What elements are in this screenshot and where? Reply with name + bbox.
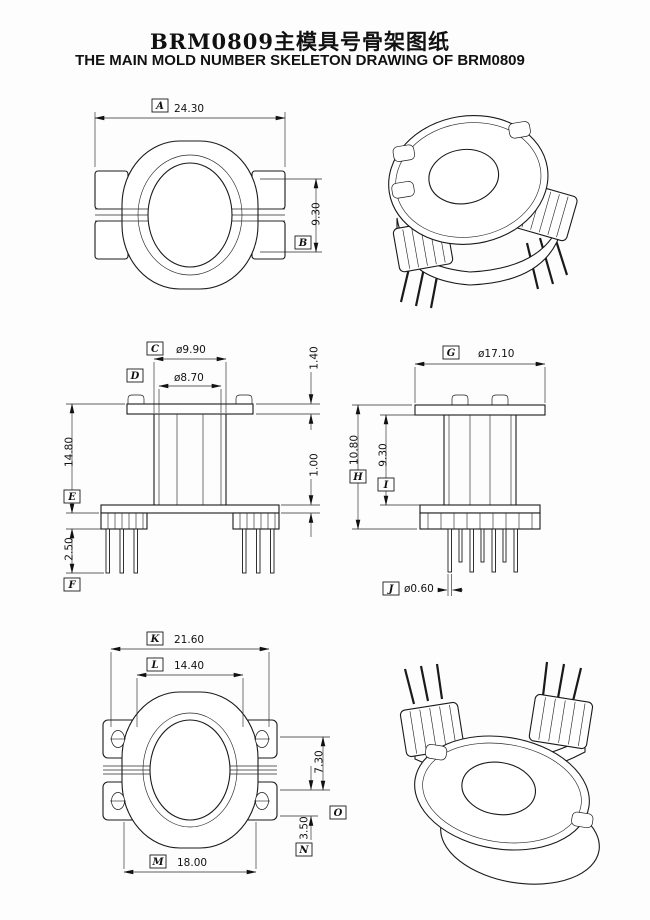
dimension-G: G ø17.10 — [414, 345, 546, 403]
label-box-F — [63, 577, 81, 592]
value-L: 14.40 — [174, 660, 204, 672]
dimension-I: 9.30 I — [377, 414, 442, 506]
dimension-flange-thickness: 1.40 — [256, 346, 321, 430]
dimension-pin-row-spacing: 7.30 O — [280, 736, 347, 820]
value-A: 24.30 — [174, 103, 204, 115]
label-O: O — [334, 808, 343, 819]
label-box-L — [146, 657, 164, 672]
label-box-K — [146, 631, 164, 646]
label-M: M — [151, 857, 164, 868]
label-box-E — [63, 489, 81, 504]
front-view: C ø9.90 D ø8.70 1.40 — [63, 341, 321, 592]
value-K: 21.60 — [174, 634, 204, 646]
side-view: G ø17.10 10.80 H 9.30 I — [349, 345, 546, 596]
title-english: THE MAIN MOLD NUMBER SKELETON DRAWING OF… — [75, 52, 525, 69]
label-F: F — [67, 580, 76, 591]
isometric-view-2 — [399, 661, 600, 885]
dimension-base-thickness: 1.00 — [281, 453, 321, 537]
value-J: ø0.60 — [404, 583, 434, 595]
label-box-D — [126, 368, 144, 383]
value-M: 18.00 — [177, 857, 207, 869]
label-E: E — [67, 492, 76, 503]
dimension-K: K 21.60 — [110, 631, 270, 727]
label-N: N — [298, 845, 309, 856]
side-view-part — [414, 394, 546, 573]
dimension-D: D ø8.70 — [126, 368, 222, 413]
value-pin-row-spacing: 7.30 — [314, 750, 326, 773]
dimension-N: 3.50 N — [280, 766, 318, 857]
label-A: A — [155, 101, 164, 112]
label-K: K — [150, 634, 161, 645]
iso2-right-pin-block — [528, 693, 594, 750]
label-box-N — [295, 842, 313, 857]
value-F: 2.50 — [64, 537, 76, 560]
label-D: D — [130, 371, 140, 382]
value-flange-thickness: 1.40 — [309, 346, 321, 369]
label-I: I — [383, 480, 389, 491]
value-I: 9.30 — [378, 443, 390, 466]
label-box-A — [151, 98, 169, 113]
value-base-thickness: 1.00 — [309, 453, 321, 476]
title-chinese: BRM0809主模具号骨架图纸 — [150, 29, 450, 54]
dimension-M: M 18.00 — [123, 822, 257, 875]
label-box-B — [294, 235, 312, 250]
dimension-B: 9.30 B — [260, 178, 323, 253]
label-G: G — [447, 348, 456, 359]
dimension-L: L 14.40 — [136, 657, 244, 727]
value-H: 10.80 — [349, 435, 361, 465]
dimension-C: C ø9.90 — [146, 341, 227, 413]
label-box-G — [442, 345, 460, 360]
label-box-C — [146, 341, 164, 356]
label-H: H — [352, 472, 363, 483]
dimension-F: 2.50 F — [63, 528, 104, 592]
label-box-H — [349, 469, 367, 484]
iso2-left-pin-block — [399, 701, 465, 758]
value-D: ø8.70 — [174, 372, 204, 384]
bottom-view-part — [102, 691, 278, 849]
bottom-view: K 21.60 L 14.40 7.30 O — [102, 631, 347, 875]
top-view: A 24.30 9.30 B — [94, 98, 323, 290]
dimension-H: 10.80 H — [349, 404, 417, 530]
label-box-J — [382, 581, 400, 596]
dimension-A: A 24.30 — [94, 98, 286, 167]
top-view-part — [94, 140, 286, 290]
label-box-O — [329, 805, 347, 820]
iso2-main-flange — [414, 735, 594, 851]
label-B: B — [298, 238, 307, 249]
front-view-part — [100, 394, 280, 574]
label-box-I — [377, 477, 395, 492]
value-B: 9.30 — [311, 202, 323, 225]
value-E: 14.80 — [64, 437, 76, 467]
label-C: C — [151, 344, 159, 355]
dimension-J: J ø0.60 — [382, 574, 463, 596]
value-N: 3.50 — [299, 816, 311, 839]
isometric-view-1 — [388, 114, 578, 309]
value-C: ø9.90 — [176, 344, 206, 356]
iso1-top-flange — [388, 114, 549, 245]
label-L: L — [150, 660, 158, 671]
label-box-M — [149, 854, 167, 869]
value-G: ø17.10 — [478, 348, 514, 360]
dimension-E: 14.80 E — [63, 403, 125, 514]
label-J: J — [387, 584, 395, 595]
